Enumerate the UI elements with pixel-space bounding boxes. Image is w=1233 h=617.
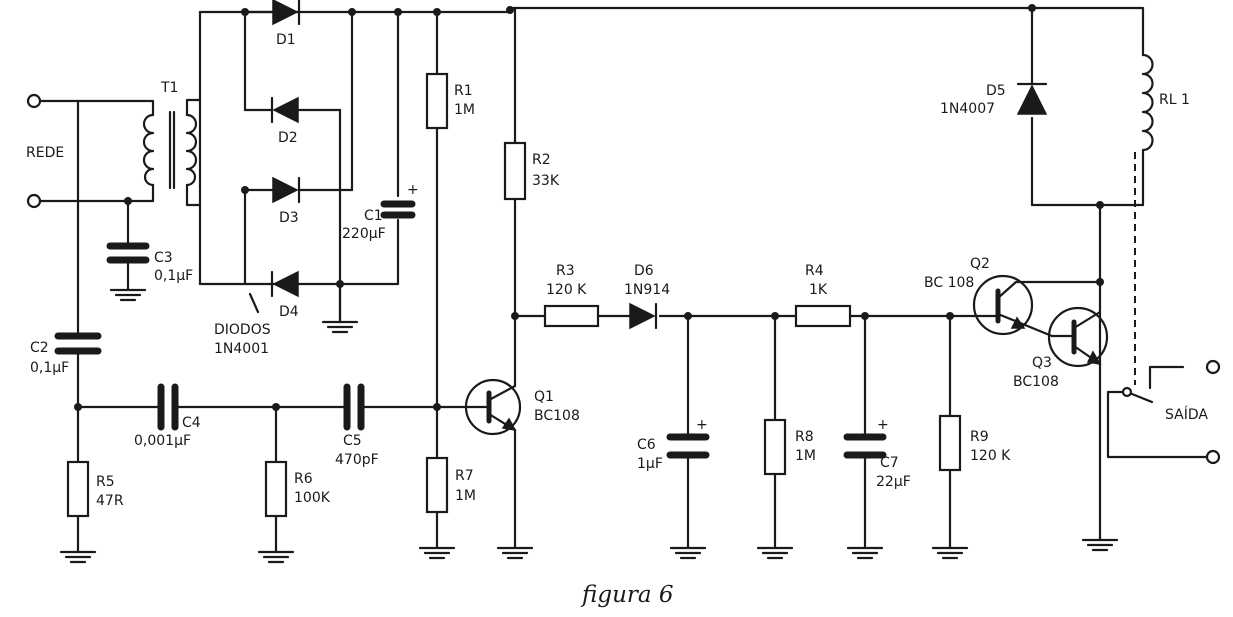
c7-value: 22µF: [876, 474, 911, 490]
junction-dots: [74, 4, 1104, 411]
capacitor-c2: [54, 332, 102, 355]
transistor-q2: [972, 274, 1054, 338]
q2-value: BC 108: [924, 275, 974, 291]
saida-terminal-bottom: [1205, 449, 1221, 465]
r6-value: 100K: [294, 490, 331, 506]
resistor-r8: [763, 418, 787, 476]
t1-label: T1: [160, 80, 178, 96]
d6-name: D6: [634, 263, 654, 279]
q1-value: BC108: [534, 408, 580, 424]
c5-name: C5: [343, 433, 362, 449]
r1-name: R1: [454, 83, 473, 99]
r1-value: 1M: [454, 102, 475, 118]
diode-d4: [270, 270, 299, 298]
terminals: [26, 93, 1221, 465]
rede-terminal-bottom: [26, 193, 42, 209]
saida-terminal-top: [1205, 359, 1221, 375]
diode-d1: [243, 0, 301, 26]
capacitor-c7: [843, 433, 887, 459]
resistor-r7: [425, 456, 449, 514]
q3-name: Q3: [1032, 355, 1052, 371]
diode-d5: [1016, 82, 1048, 115]
r9-value: 120 K: [970, 448, 1011, 464]
d3-label: D3: [279, 210, 299, 226]
diodos-label-line2: 1N4001: [214, 341, 269, 357]
rl1-label: RL 1: [1159, 92, 1190, 108]
d5-value: 1N4007: [940, 101, 995, 117]
q3-value: BC108: [1013, 374, 1059, 390]
transformer-t1: [142, 110, 198, 190]
resistor-r4: [794, 304, 852, 328]
relay-coil-rl1: [1141, 53, 1154, 152]
resistor-r9: [938, 414, 962, 472]
c3-value: 0,1µF: [154, 268, 193, 284]
diodos-label-line1: DIODOS: [214, 322, 271, 338]
r5-name: R5: [96, 474, 115, 490]
r8-name: R8: [795, 429, 814, 445]
r7-name: R7: [455, 468, 474, 484]
c4-name: C4: [182, 415, 201, 431]
wires: [36, 6, 1212, 554]
rede-terminal-top: [26, 93, 42, 109]
capacitor-c6: [666, 433, 710, 459]
diodos-pointer: [248, 292, 260, 314]
c1-name: C1: [364, 208, 383, 224]
c2-name: C2: [30, 340, 49, 356]
c2-value: 0,1µF: [30, 360, 69, 376]
c6-value: 1µF: [637, 456, 663, 472]
diode-d2: [243, 96, 342, 124]
capacitor-c1: [380, 200, 416, 219]
r7-value: 1M: [455, 488, 476, 504]
capacitor-c5: [343, 383, 365, 431]
d2-label: D2: [278, 130, 298, 146]
rede-label: REDE: [26, 145, 64, 161]
resistor-r3: [543, 304, 600, 328]
diode-d6: [629, 302, 658, 330]
c1-value: 220µF: [342, 226, 386, 242]
d4-label: D4: [279, 304, 299, 320]
r4-name: R4: [805, 263, 824, 279]
d5-name: D5: [986, 83, 1006, 99]
saida-label: SAÍDA: [1165, 406, 1208, 423]
resistor-r5: [66, 460, 90, 518]
d1-label: D1: [276, 32, 296, 48]
q2-name: Q2: [970, 256, 990, 272]
r2-name: R2: [532, 152, 551, 168]
c3-name: C3: [154, 250, 173, 266]
resistor-r6: [264, 460, 288, 518]
r3-name: R3: [556, 263, 575, 279]
transistor-q1: [464, 378, 522, 436]
c4-value: 0,001µF: [134, 433, 191, 449]
resistor-r1: [425, 72, 449, 130]
c7-name: C7: [880, 455, 899, 471]
capacitor-c3: [106, 242, 150, 264]
r8-value: 1M: [795, 448, 816, 464]
transistor-q3: [1047, 306, 1109, 368]
r6-name: R6: [294, 471, 313, 487]
figure-caption: figura 6: [580, 582, 674, 608]
c1-plus: +: [407, 182, 419, 198]
c6-plus: +: [696, 417, 708, 433]
r5-value: 47R: [96, 493, 124, 509]
r3-value: 120 K: [546, 282, 587, 298]
c6-name: C6: [637, 437, 656, 453]
r9-name: R9: [970, 429, 989, 445]
c7-plus: +: [877, 417, 889, 433]
q1-name: Q1: [534, 389, 554, 405]
switch-pivot: [1121, 386, 1133, 398]
d6-value: 1N914: [624, 282, 670, 298]
capacitor-c4: [157, 383, 179, 431]
resistor-r2: [503, 141, 527, 201]
r4-value: 1K: [809, 282, 828, 298]
diode-d3: [243, 176, 354, 204]
c5-value: 470pF: [335, 452, 379, 468]
r2-value: 33K: [532, 173, 560, 189]
